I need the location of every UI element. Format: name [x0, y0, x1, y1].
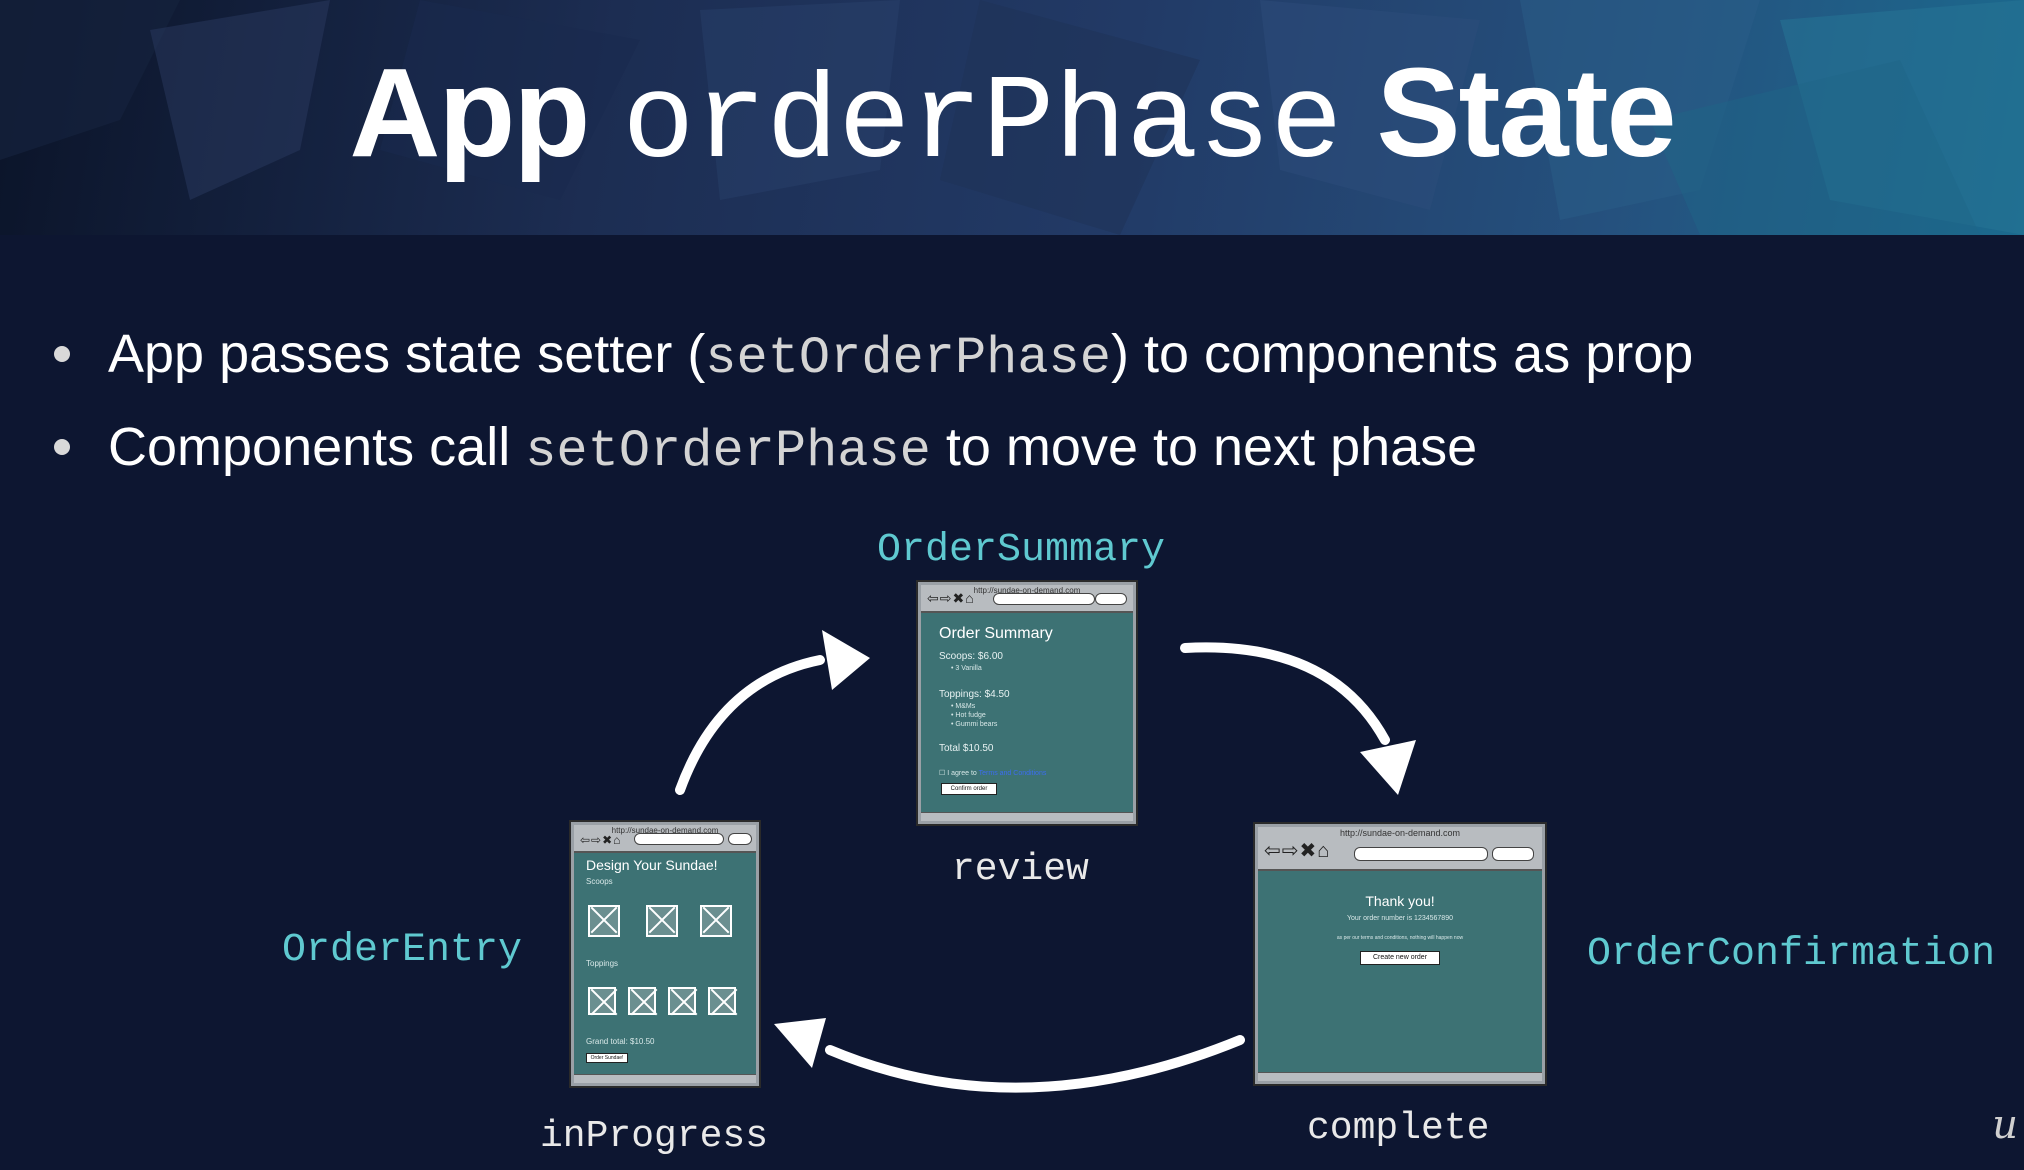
summary-total: Total $10.50 [939, 743, 994, 754]
terms-text: I agree to [947, 770, 977, 777]
browser-chrome: http://sundae-on-demand.com ⇦⇨✖⌂ [574, 825, 756, 853]
phase-label-review: review [952, 848, 1089, 891]
url-text: http://sundae-on-demand.com [1339, 828, 1461, 838]
topping-image-icon [628, 987, 656, 1015]
bullet-text-pre: Components call [108, 417, 526, 477]
arrowhead-review [822, 630, 870, 690]
order-summary-window: http://sundae-on-demand.com ⇦⇨✖⌂ Order S… [918, 582, 1136, 824]
scoop-image-icon [700, 905, 732, 937]
topping-image-icon [668, 987, 696, 1015]
bullet-text-pre: App passes state setter ( [108, 324, 706, 384]
confirmation-heading: Thank you! [1365, 893, 1435, 909]
entry-heading: Design Your Sundae! [586, 857, 718, 873]
bullet-item: Components call setOrderPhase to move to… [50, 403, 1990, 496]
summary-topping-item: • Hot fudge [951, 712, 986, 719]
arrowhead-inprogress [774, 1018, 826, 1068]
order-confirmation-window: http://sundae-on-demand.com ⇦⇨✖⌂ Thank y… [1255, 824, 1545, 1084]
title-app: App [349, 42, 590, 183]
order-entry-window: http://sundae-on-demand.com ⇦⇨✖⌂ Design … [571, 822, 759, 1086]
title-banner [0, 0, 2024, 235]
address-bar [634, 833, 724, 845]
address-bar [993, 593, 1095, 605]
nav-icons: ⇦⇨✖⌂ [927, 590, 975, 606]
entry-scoops-label: Scoops [586, 877, 613, 886]
nav-icons: ⇦⇨✖⌂ [580, 833, 622, 847]
nav-icons: ⇦⇨✖⌂ [1264, 840, 1331, 862]
bullet-code: setOrderPhase [705, 329, 1111, 388]
status-bar [1258, 1072, 1542, 1081]
confirmation-order-number: Your order number is 1234567890 [1347, 915, 1453, 922]
bullet-dot [54, 439, 70, 455]
phase-label-inprogress: inProgress [540, 1115, 769, 1158]
bullet-dot [54, 346, 70, 362]
bullet-text-post: ) to components as prop [1110, 324, 1694, 384]
terms-checkbox[interactable]: ☐ I agree to Terms and Conditions [939, 770, 1047, 777]
create-new-order-button[interactable]: Create new order [1360, 951, 1440, 965]
go-button-icon [1095, 593, 1127, 605]
component-label-confirmation: OrderConfirmation [1587, 932, 1996, 977]
entry-toppings-label: Toppings [586, 959, 619, 968]
arrowhead-complete [1360, 740, 1416, 795]
arrow-review-to-complete [1180, 642, 1390, 745]
scoop-image-icon [646, 905, 678, 937]
arrow-inprogress-to-review [675, 655, 825, 795]
summary-scoop-item: • 3 Vanilla [951, 665, 982, 672]
entry-grand-total: Grand total: $10.50 [586, 1037, 655, 1046]
banner-texture [0, 0, 2024, 235]
phase-label-complete: complete [1307, 1107, 1490, 1150]
bullet-item: App passes state setter (setOrderPhase) … [50, 310, 1990, 403]
status-bar [921, 812, 1133, 821]
title-code: orderPhase [622, 57, 1343, 193]
summary-topping-item: • Gummi bears [951, 721, 998, 728]
summary-toppings: Toppings: $4.50 [939, 689, 1010, 700]
confirmation-terms-note: as per our terms and conditions, nothing… [1336, 935, 1464, 941]
order-sundae-button[interactable]: Order Sundae! [586, 1053, 628, 1063]
watermark-logo: u [1992, 1102, 2018, 1148]
confirm-order-button[interactable]: Confirm order [941, 783, 997, 795]
status-bar [574, 1074, 756, 1083]
browser-chrome: http://sundae-on-demand.com ⇦⇨✖⌂ [1258, 827, 1542, 871]
url-text: http://sundae-on-demand.com [973, 586, 1081, 595]
summary-heading: Order Summary [939, 625, 1053, 642]
bullet-text-post: to move to next phase [930, 417, 1478, 477]
summary-topping-item: • M&Ms [951, 703, 976, 710]
bullet-code: setOrderPhase [525, 422, 931, 481]
go-button-icon [728, 833, 752, 845]
browser-chrome: http://sundae-on-demand.com ⇦⇨✖⌂ [921, 585, 1133, 613]
go-button-icon [1492, 847, 1534, 861]
component-label-summary: OrderSummary [877, 528, 1166, 573]
address-bar [1354, 847, 1488, 861]
bullet-list: App passes state setter (setOrderPhase) … [50, 310, 1990, 496]
summary-scoops: Scoops: $6.00 [939, 651, 1003, 662]
scoop-image-icon [588, 905, 620, 937]
url-text: http://sundae-on-demand.com [611, 826, 719, 835]
topping-image-icon [708, 987, 736, 1015]
component-label-entry: OrderEntry [282, 928, 523, 973]
title-state: State [1376, 42, 1676, 183]
arrow-complete-to-inprogress [825, 1035, 1245, 1093]
topping-image-icon [588, 987, 616, 1015]
terms-link[interactable]: Terms and Conditions [978, 770, 1047, 777]
